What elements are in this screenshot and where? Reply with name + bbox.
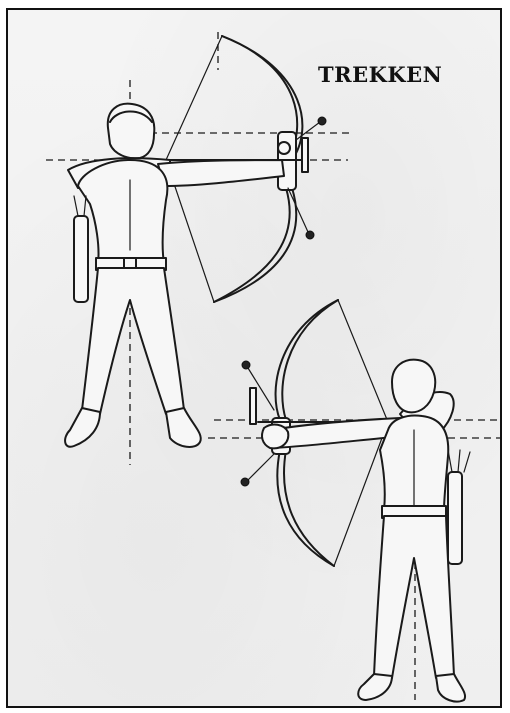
front-bow-arm [158,160,284,186]
back-stabilizer-top-weight [242,361,250,369]
front-left-shoe [65,408,100,447]
front-stabilizer-top-weight [318,117,326,125]
back-bow-upper-limb [276,300,338,420]
back-head [392,360,435,413]
back-stabilizer-bottom-weight [241,478,249,486]
archer-front-view [46,32,353,465]
back-bow-hand [262,425,288,449]
front-right-shoe [166,408,201,447]
front-sight-pin [278,142,290,154]
back-bowstring-lower [334,422,388,566]
back-left-shoe [358,674,392,700]
front-quiver [74,216,88,302]
back-stabilizer-bottom [248,454,274,480]
back-legs [374,516,454,678]
back-bow-lower-limb [277,450,334,566]
front-quiver-arrow [74,196,78,216]
front-quiver-arrow-2 [84,196,86,216]
archery-illustration: .ink { stroke: #1a1a1a; fill: none; stro… [8,10,502,708]
front-bowstring-upper [166,36,222,160]
front-sight-bar [302,138,308,172]
front-stabilizer-bottom-weight [306,231,314,239]
back-quiver-arrow-3 [464,452,470,472]
back-bowstring-upper [338,300,388,422]
front-legs [82,268,184,414]
back-right-shoe [436,674,465,702]
archer-back-view [208,300,502,702]
front-torso [78,160,167,264]
front-bow-lower-limb [214,188,296,302]
back-quiver-arrow-2 [458,450,460,472]
back-sight-bar [250,388,256,424]
back-quiver [448,472,462,564]
front-stabilizer-bottom [288,188,308,232]
page-frame: TREKKEN .ink { stroke: #1a1a1a; fill: no… [6,8,502,708]
back-quiver-arrow [448,450,452,472]
